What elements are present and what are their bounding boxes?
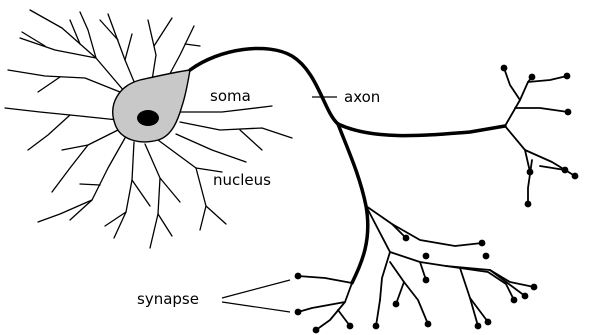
soma-label: soma xyxy=(210,89,251,104)
synapse-knob xyxy=(501,65,508,72)
soma-body xyxy=(113,70,190,142)
synapse-knob xyxy=(347,323,354,330)
synapse-knob xyxy=(313,327,320,334)
synapse-knob xyxy=(564,73,571,80)
axon xyxy=(190,48,505,283)
nucleus-body xyxy=(137,110,159,126)
synapse-knob xyxy=(529,74,536,81)
synapse-knob xyxy=(485,319,492,326)
axon-terminals xyxy=(298,68,575,330)
synapse-knob xyxy=(531,284,538,291)
synapse-knob xyxy=(479,240,486,247)
synapse-knob xyxy=(572,173,579,180)
synapse-knob xyxy=(511,297,518,304)
synapse-knob xyxy=(565,109,572,116)
synapse-knobs xyxy=(295,65,579,334)
synapse-knob xyxy=(423,277,430,284)
axon-label: axon xyxy=(344,90,380,105)
synapse-knob xyxy=(483,253,490,260)
synapse-knob xyxy=(295,273,302,280)
synapse-knob xyxy=(527,169,534,176)
synapse-knob xyxy=(475,323,482,330)
synapse-knob xyxy=(295,309,302,316)
synapse-label: synapse xyxy=(137,292,199,307)
synapse-knob xyxy=(423,253,430,260)
synapse-knob xyxy=(373,323,380,330)
nucleus-label: nucleus xyxy=(213,173,271,188)
synapse-knob xyxy=(522,293,529,300)
synapse-knob xyxy=(425,321,432,328)
synapse-knob xyxy=(393,301,400,308)
synapse-knob xyxy=(562,167,569,174)
synapse-leader-line xyxy=(222,280,290,298)
synapse-leader-line xyxy=(222,302,290,312)
synapse-knob xyxy=(525,201,532,208)
synapse-knob xyxy=(403,235,410,242)
